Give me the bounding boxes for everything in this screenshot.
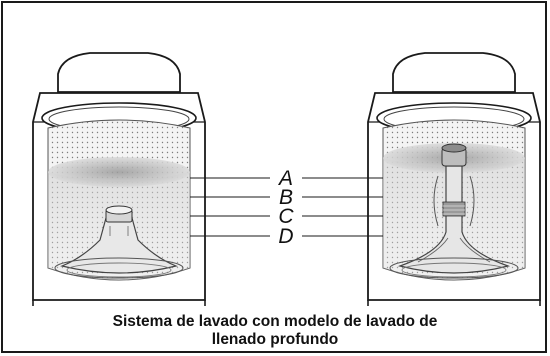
diagram-caption: Sistema de lavado con modelo de lavado d…: [0, 313, 550, 349]
level-lines: [190, 177, 383, 237]
washer-left-impeller: [32, 52, 206, 306]
agitator: [397, 143, 511, 274]
washer-right-agitator: [367, 52, 541, 306]
caption-line-1: Sistema de lavado con modelo de lavado d…: [112, 313, 438, 330]
washer-lid: [392, 52, 516, 93]
washer-fill-levels-diagram: A B C D: [32, 52, 541, 306]
washer-lid: [57, 52, 181, 93]
level-label-a: A: [277, 167, 293, 190]
level-label-d: D: [278, 225, 293, 248]
level-label-c: C: [278, 205, 294, 228]
level-label-b: B: [279, 186, 293, 209]
water-surface: [48, 157, 190, 187]
caption-line-2: llenado profundo: [211, 331, 339, 348]
